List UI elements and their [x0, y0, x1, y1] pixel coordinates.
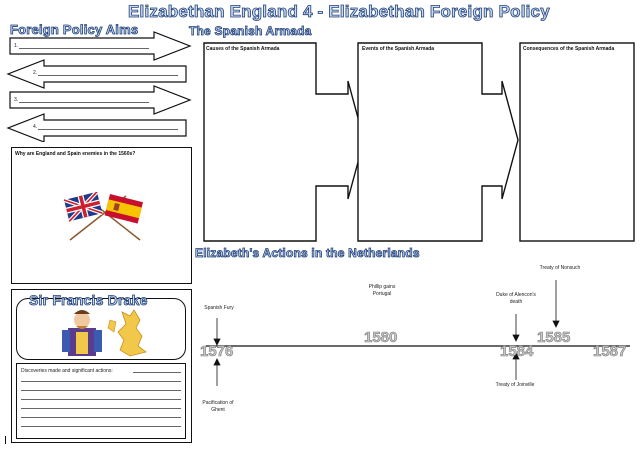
year-1587: 1587 [593, 343, 627, 361]
drake-box: Sir Francis Drake Discoveries made and s… [11, 289, 192, 443]
aim-4-label: 4. [33, 124, 38, 130]
aims-heading: Foreign Policy Aims [10, 22, 139, 38]
armada-events-area[interactable] [362, 56, 480, 236]
armada-consequences-label: Consequences of the Spanish Armada [523, 46, 615, 52]
drake-line-5 [21, 417, 181, 418]
year-1585: 1585 [537, 329, 571, 347]
armada-flow-arrows [203, 42, 635, 242]
drake-heading-frame [16, 298, 186, 360]
event-philip-gains-portugal: Phillip gains Portugal [368, 284, 396, 297]
netherlands-heading: Elizabeth's Actions in the Netherlands [195, 246, 420, 261]
event-spanish-fury: Spanish Fury [204, 305, 234, 311]
drake-portrait-icon [62, 309, 147, 357]
aim-3-line[interactable] [19, 102, 149, 103]
drake-heading: Sir Francis Drake [29, 292, 148, 309]
event-alencon-death: Duke of Alencon's death [496, 292, 536, 305]
drake-line-4 [21, 408, 181, 409]
aim-1-line[interactable] [19, 48, 149, 49]
crossed-flags-icon [63, 192, 143, 241]
year-1584: 1584 [500, 343, 534, 361]
aim-4-line[interactable] [38, 129, 178, 130]
drake-line-0 [133, 372, 181, 373]
enemies-box[interactable]: Why are England and Spain enemies in the… [11, 147, 192, 284]
drake-prompt: Discoveries made and significant actions… [21, 368, 113, 374]
page-title: Elizabethan England 4 - Elizabethan Fore… [128, 2, 550, 22]
drake-line-3 [21, 399, 181, 400]
event-treaty-of-nonsuch: Treaty of Nonsuch [539, 265, 581, 271]
aims-arrows [6, 31, 192, 142]
aim-2-line[interactable] [38, 75, 178, 76]
drake-line-1 [21, 381, 181, 382]
armada-causes-label: Causes of the Spanish Armada [206, 46, 280, 52]
year-1576: 1576 [200, 343, 234, 361]
drake-line-2 [21, 390, 181, 391]
armada-events-label: Events of the Spanish Armada [362, 46, 435, 52]
year-1580: 1580 [364, 329, 398, 347]
aim-1-label: 1. [14, 43, 19, 49]
aim-3-label: 3. [14, 97, 19, 103]
drake-line-6 [21, 426, 181, 427]
event-treaty-of-joinville: Treaty of Joinville [495, 382, 535, 388]
drake-notes-box[interactable]: Discoveries made and significant actions… [16, 363, 186, 439]
enemies-question: Why are England and Spain enemies in the… [15, 151, 136, 157]
armada-causes-area[interactable] [206, 56, 314, 236]
timeline-lines [206, 280, 630, 386]
armada-heading: The Spanish Armada [189, 24, 312, 39]
aim-2-label: 2. [33, 70, 38, 76]
page-margin-mark [5, 436, 6, 444]
armada-consequences-area[interactable] [523, 56, 631, 236]
event-pacification-of-ghent: Pacification of Ghent [202, 400, 234, 413]
